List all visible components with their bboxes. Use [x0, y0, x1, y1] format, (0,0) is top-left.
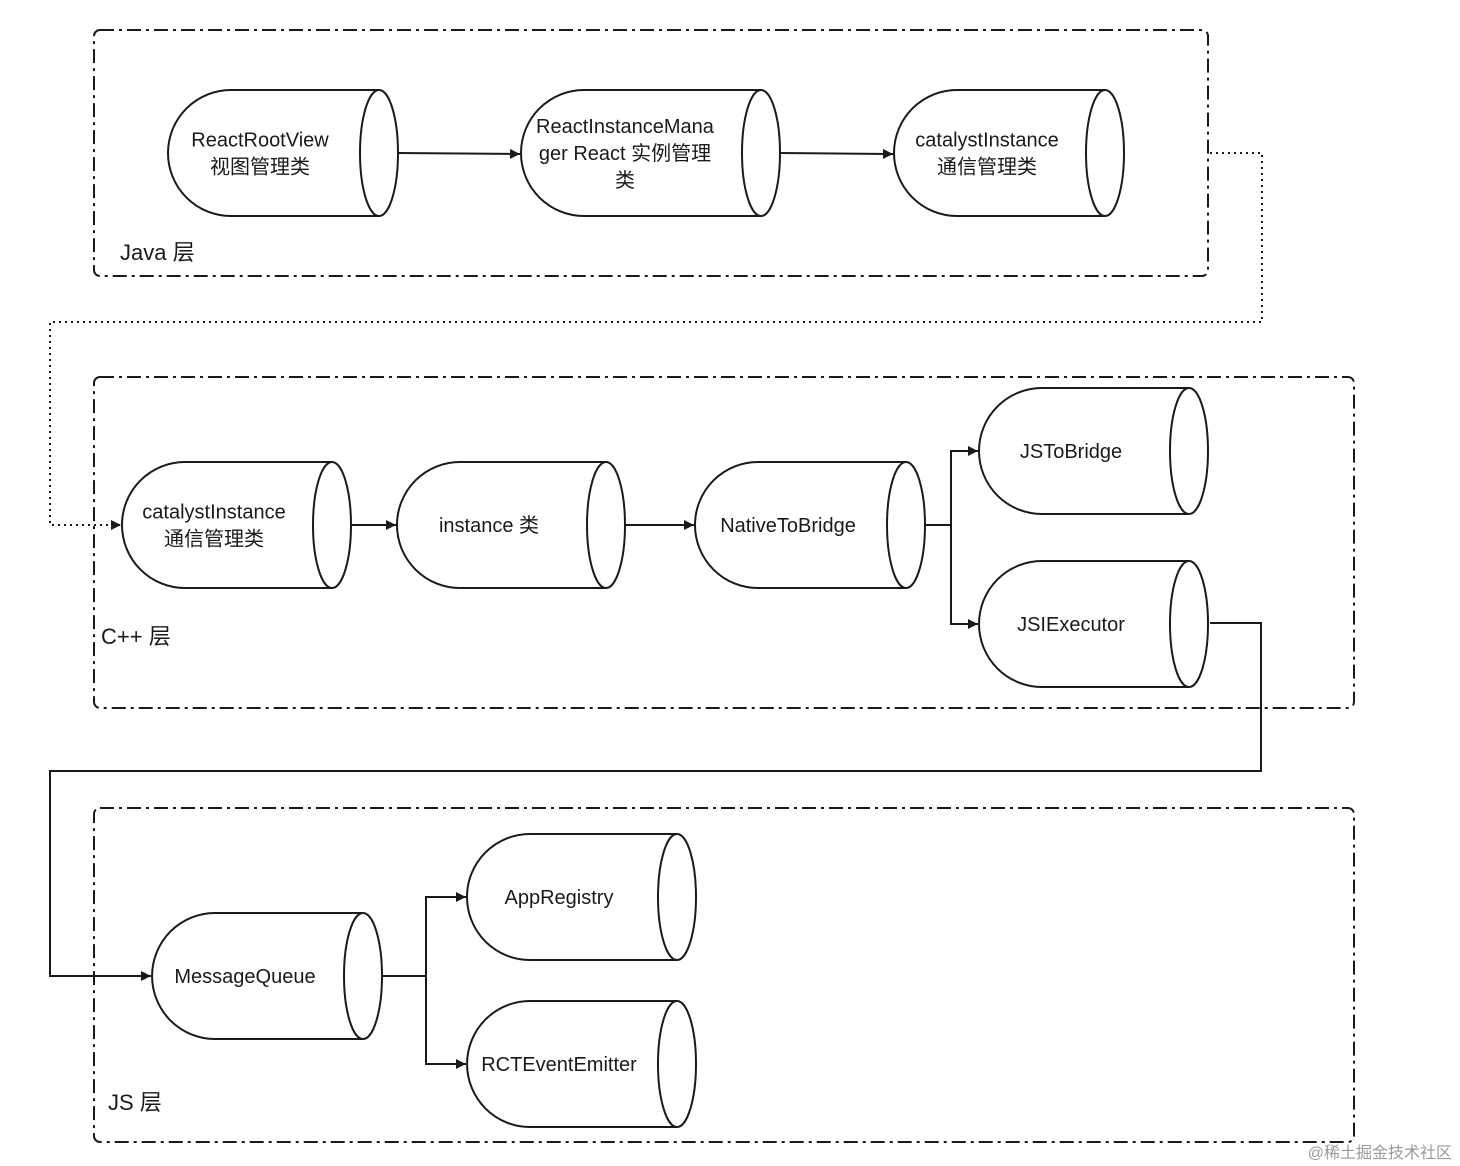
node-catalyst-cpp: catalystInstance 通信管理类	[121, 461, 352, 589]
cylinder-body	[151, 912, 363, 1040]
node-native-to-bridge: NativeToBridge	[694, 461, 926, 589]
edge-catalyst-java-to-cpp	[49, 152, 1263, 530]
node-label-line: JSIExecutor	[1017, 614, 1125, 636]
cylinder-cap	[312, 461, 352, 589]
node-catalyst-java: catalystInstance 通信管理类	[893, 89, 1125, 217]
edge-messagequeue-to-rcteventemitter	[425, 976, 466, 1069]
cpp-layer-box	[93, 376, 1355, 709]
node-label-line: 通信管理类	[937, 156, 1037, 179]
cylinder-body	[121, 461, 332, 589]
edges	[49, 148, 1263, 1069]
js-layer-label: JS 层	[108, 1090, 162, 1115]
cylinder-cap	[359, 89, 399, 217]
node-react-root-view: ReactRootView 视图管理类	[167, 89, 399, 217]
cylinder-cap	[741, 89, 781, 217]
cylinder-cap	[1169, 560, 1209, 688]
node-js-to-bridge: JSToBridge	[978, 387, 1209, 515]
cylinder-body	[694, 461, 906, 589]
cylinder-cap	[1085, 89, 1125, 217]
node-instance: instance 类	[396, 461, 626, 589]
cylinder-body	[466, 833, 677, 961]
cylinder-body	[520, 89, 761, 217]
node-label-line: ger React 实例管理	[539, 142, 711, 165]
watermark: @稀土掘金技术社区	[1308, 1144, 1452, 1162]
cylinder-cap	[586, 461, 626, 589]
cylinder-body	[466, 1000, 677, 1128]
java-layer-label: Java 层	[120, 240, 195, 265]
edge-jsiexecutor-to-messagequeue	[49, 622, 1262, 981]
node-label-line: NativeToBridge	[720, 515, 856, 537]
edge-messagequeue-to-appregistry	[383, 892, 466, 977]
node-app-registry: AppRegistry	[466, 833, 697, 961]
cylinder-body	[978, 387, 1189, 515]
cylinder-cap	[343, 912, 383, 1040]
cylinder-cap	[657, 833, 697, 961]
node-label-line: MessageQueue	[174, 966, 315, 988]
edge-native-to-jstobridge	[926, 446, 978, 526]
edge-native-to-jsiexecutor	[950, 525, 978, 629]
node-label-line: 通信管理类	[164, 528, 264, 551]
cylinder-cap	[657, 1000, 697, 1128]
edge-manager-to-catalyst	[780, 148, 894, 159]
node-label-line: ReactRootView	[191, 130, 329, 152]
node-rct-event-emitter: RCTEventEmitter	[466, 1000, 697, 1128]
cylinder-body	[893, 89, 1105, 217]
cylinder-body	[978, 560, 1189, 688]
java-layer-box	[93, 29, 1209, 277]
node-label-line: JSToBridge	[1020, 441, 1122, 463]
node-label-line: catalystInstance	[142, 502, 285, 524]
node-label-line: instance 类	[439, 514, 539, 537]
cylinder-cap	[886, 461, 926, 589]
node-label-line: AppRegistry	[505, 887, 614, 909]
node-jsi-executor: JSIExecutor	[978, 560, 1209, 688]
node-label-line: 视图管理类	[210, 156, 310, 179]
node-label-line: RCTEventEmitter	[481, 1054, 637, 1076]
node-label-line: 类	[615, 169, 635, 192]
cylinder-body	[167, 89, 379, 217]
cylinder-cap	[1169, 387, 1209, 515]
edge-rootview-to-manager	[397, 148, 521, 159]
nodes: ReactRootView 视图管理类 ReactInstanceMana ger R…	[121, 89, 1209, 1128]
node-label-line: ReactInstanceMana	[536, 116, 715, 138]
node-label-line: catalystInstance	[915, 130, 1058, 152]
node-message-queue: MessageQueue	[151, 912, 383, 1040]
cylinder-body	[396, 461, 606, 589]
cpp-layer-label: C++ 层	[101, 624, 171, 649]
